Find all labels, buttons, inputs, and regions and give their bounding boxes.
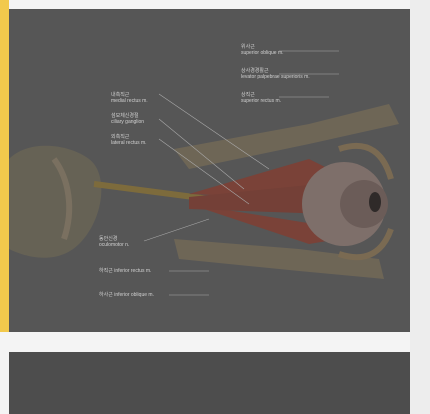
eye-anatomy-illustration <box>9 9 410 332</box>
label-inferior-oblique: 하사근 inferior oblique m. <box>99 291 154 298</box>
label-inferior-rectus: 하직근 inferior rectus m. <box>99 267 151 274</box>
label-superior-oblique: 위사근superior oblique m. <box>241 43 284 56</box>
label-medial-rectus: 내측직근medial rectus m. <box>111 91 148 104</box>
accent-strip <box>0 0 9 332</box>
label-ciliary-ganglion: 섬모체신경절ciliary ganglion <box>111 112 144 125</box>
label-superior-rectus: 상직근superior rectus m. <box>241 91 281 104</box>
label-oculomotor: 동안신경oculomotor n. <box>99 235 129 248</box>
page-margin <box>410 0 430 414</box>
label-lateral-rectus: 외측직근lateral rectus m. <box>111 133 147 146</box>
bottom-panel <box>9 352 410 414</box>
image-viewer-overlay[interactable]: 위사근superior oblique m. 상사경경활근levator pal… <box>9 9 410 332</box>
label-levator: 상사경경활근levator palpebrae superioris m. <box>241 67 310 80</box>
